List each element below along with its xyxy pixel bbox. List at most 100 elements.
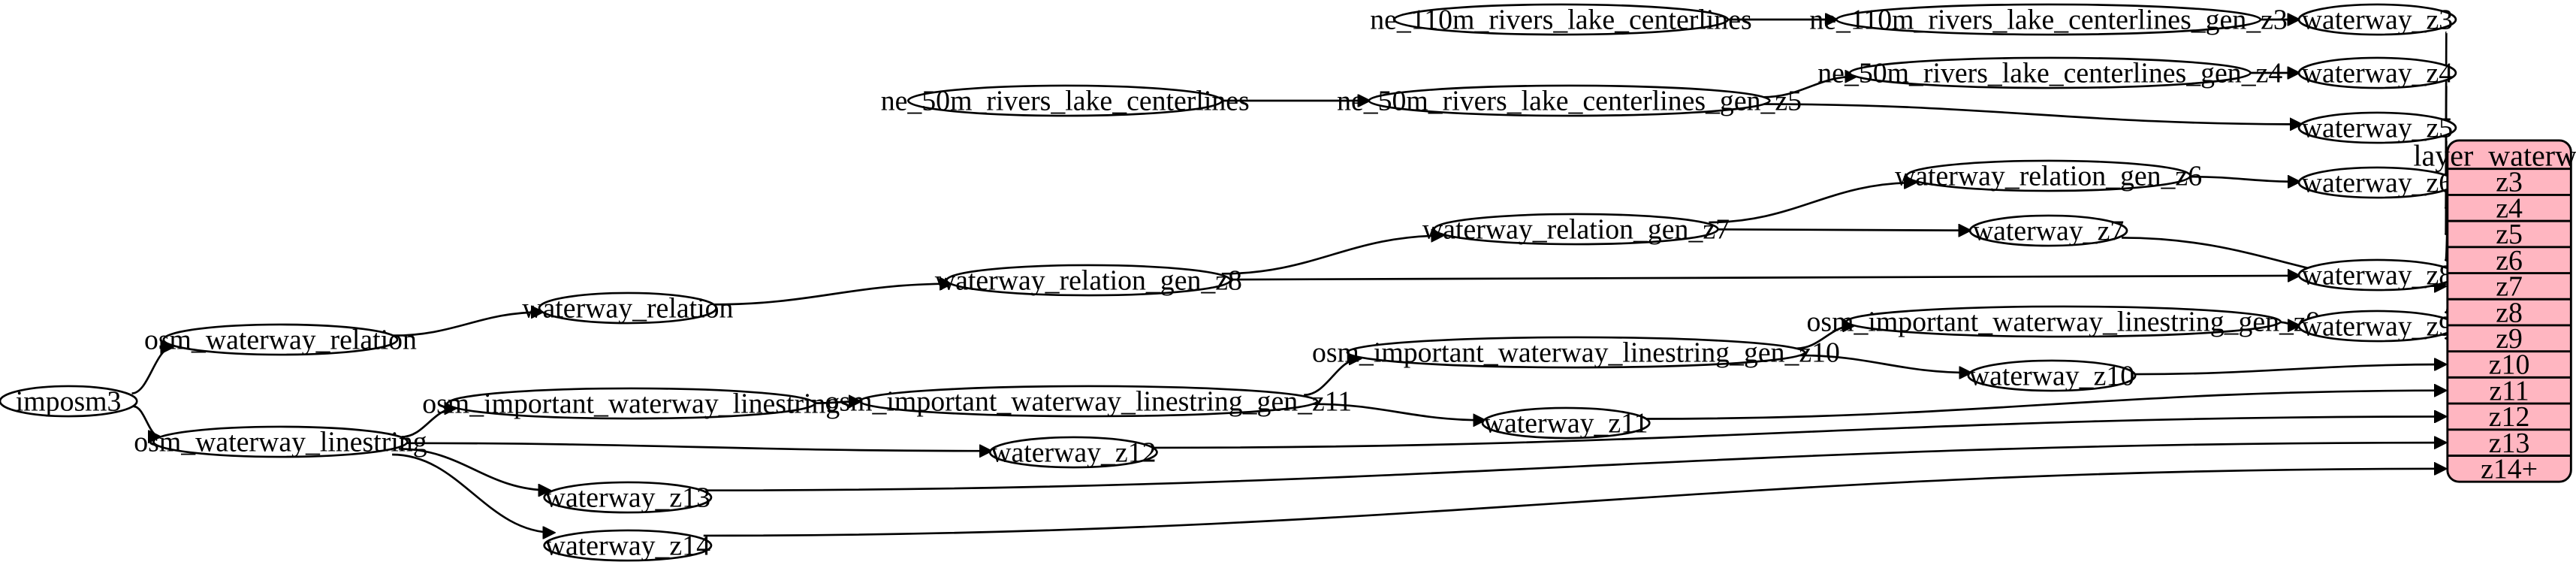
node-waterway_z3[interactable]: waterway_z3 — [2297, 3, 2457, 36]
node-waterway_z6[interactable]: waterway_z6 — [2297, 166, 2457, 199]
layer-table-row-z12[interactable]: z12 — [2489, 401, 2530, 433]
node-shape — [1392, 3, 1730, 36]
node-shape — [2297, 3, 2457, 36]
node-osm_waterway_relation[interactable]: osm_waterway_relation — [144, 323, 417, 356]
node-waterway_relation[interactable]: waterway_relation — [522, 292, 733, 325]
node-shape — [1346, 336, 1806, 369]
node-shape — [1967, 359, 2137, 392]
node-shape — [946, 264, 1232, 297]
node-label: osm_important_waterway_linestring_gen_z1… — [1312, 337, 1840, 369]
node-waterway_z9[interactable]: waterway_z9 — [2297, 310, 2457, 343]
edge-waterway_relation_gen_z7-to-waterway_z7 — [1718, 229, 1970, 230]
node-waterway_z13[interactable]: waterway_z13 — [543, 481, 713, 514]
edge-waterway_relation_gen_z6-to-waterway_z6 — [2188, 177, 2300, 182]
layer-table-row-z5[interactable]: z5 — [2496, 219, 2523, 250]
node-ne_50m_rivers_lake_centerlines[interactable]: ne_50m_rivers_lake_centerlines — [881, 84, 1250, 117]
node-waterway_relation_gen_z8[interactable]: waterway_relation_gen_z8 — [935, 264, 1242, 297]
node-osm_important_waterway_linestring_gen_z11[interactable]: osm_important_waterway_linestring_gen_z1… — [825, 385, 1353, 418]
node-osm_waterway_linestring[interactable]: osm_waterway_linestring — [134, 425, 427, 458]
node-label: waterway_z13 — [545, 482, 710, 514]
node-osm_important_waterway_linestring[interactable]: osm_important_waterway_linestring — [422, 387, 840, 420]
layer-table-body — [2446, 139, 2572, 483]
edge-osm_important_waterway_linestring-to-osm_important_waterway_linestring_gen_z11 — [814, 401, 861, 403]
layer-table-row-z14plus[interactable]: z14+ — [2481, 454, 2538, 485]
node-ne_50m_rivers_lake_centerlines_gen_z4[interactable]: ne_50m_rivers_lake_centerlines_gen_z4 — [1817, 56, 2282, 89]
node-ne_110m_rivers_lake_centerlines_gen_z3[interactable]: ne_110m_rivers_lake_centerlines_gen_z3 — [1809, 3, 2288, 36]
layer-table-row-z6[interactable]: z6 — [2496, 245, 2523, 276]
node-label: waterway_z12 — [991, 437, 1156, 469]
node-shape — [1481, 406, 1651, 440]
edge-waterway_z11-to-layer_waterway-z11 — [1645, 391, 2446, 420]
node-shape — [906, 84, 1223, 117]
node-shape — [2297, 111, 2457, 144]
layer-table-row-z11[interactable]: z11 — [2490, 375, 2529, 406]
layer-table-row-z10[interactable]: z10 — [2489, 349, 2530, 381]
edge-waterway_relation_gen_z8-to-waterway_z8 — [1229, 276, 2300, 279]
node-shape — [2297, 56, 2457, 89]
edge-waterway_z13-to-layer_waterway-z13 — [705, 443, 2446, 492]
layer-table-row-z8[interactable]: z8 — [2496, 297, 2523, 328]
node-label: waterway_z7 — [1973, 216, 2124, 247]
node-shape — [988, 436, 1158, 469]
edge-waterway_relation_gen_z8-to-waterway_relation_gen_z7 — [1221, 236, 1443, 275]
edge-waterway_z10-to-layer_waterway-z10 — [2134, 364, 2446, 376]
node-label: waterway_relation_gen_z6 — [1895, 161, 2202, 192]
node-waterway_z4[interactable]: waterway_z4 — [2297, 56, 2457, 89]
node-label: ne_50m_rivers_lake_centerlines — [881, 86, 1250, 117]
edge-waterway_relation_gen_z7-to-waterway_relation_gen_z6 — [1709, 183, 1915, 224]
node-label: waterway_z5 — [2302, 113, 2453, 144]
node-label: ne_110m_rivers_lake_centerlines_gen_z3 — [1809, 5, 2287, 36]
layer-table-row-z13[interactable]: z13 — [2489, 428, 2530, 459]
node-waterway_z5[interactable]: waterway_z5 — [2297, 111, 2457, 144]
layer-table-row-z3[interactable]: z3 — [2496, 167, 2523, 198]
node-label: waterway_z10 — [1969, 361, 2134, 392]
edge-osm_waterway_linestring-to-waterway_z13 — [399, 448, 550, 490]
node-osm_important_waterway_linestring_gen_z9[interactable]: osm_important_waterway_linestring_gen_z9 — [1807, 305, 2321, 338]
node-shape — [1848, 56, 2252, 89]
edge-ne_50m_rivers_lake_centerlines_gen_z5-to-ne_50m_rivers_lake_centerlines_gen_z4 — [1763, 77, 1856, 98]
node-waterway_relation_gen_z7[interactable]: waterway_relation_gen_z7 — [1422, 213, 1730, 246]
node-label: osm_important_waterway_linestring_gen_z9 — [1807, 307, 2321, 338]
node-shape — [446, 387, 816, 420]
node-waterway_z14[interactable]: waterway_z14 — [543, 529, 713, 562]
edge-ne_50m_rivers_lake_centerlines_gen_z5-to-waterway_z5 — [1763, 103, 2302, 125]
layer-table-row-z4[interactable]: z4 — [2496, 192, 2523, 224]
node-label: waterway_z11 — [1484, 408, 1648, 440]
node-label: waterway_z3 — [2302, 5, 2453, 36]
edge-osm_important_waterway_linestring_gen_z10-to-waterway_z10 — [1798, 354, 1971, 373]
node-waterway_z12[interactable]: waterway_z12 — [988, 436, 1158, 469]
node-waterway_z11[interactable]: waterway_z11 — [1481, 406, 1651, 440]
node-shape — [543, 481, 713, 514]
node-shape — [1968, 214, 2128, 247]
edge-imposm3-to-osm_waterway_relation — [131, 347, 173, 394]
node-label: waterway_z14 — [545, 530, 710, 562]
edge-osm_waterway_relation-to-waterway_relation — [393, 312, 542, 337]
edge-waterway_z14-to-layer_waterway-z14- — [703, 469, 2446, 537]
node-label: waterway_z4 — [2302, 58, 2453, 89]
node-ne_110m_rivers_lake_centerlines[interactable]: ne_110m_rivers_lake_centerlines — [1370, 3, 1752, 36]
node-ne_50m_rivers_lake_centerlines_gen_z5[interactable]: ne_50m_rivers_lake_centerlines_gen_z5 — [1337, 84, 1802, 117]
node-label: waterway_z6 — [2302, 168, 2453, 199]
node-shape — [543, 529, 713, 562]
node-label: ne_50m_rivers_lake_centerlines_gen_z5 — [1337, 86, 1802, 117]
node-shape — [538, 292, 717, 325]
node-label: osm_waterway_relation — [144, 325, 417, 356]
layer-table-row-z9[interactable]: z9 — [2496, 323, 2523, 355]
node-shape — [162, 323, 399, 356]
node-shape — [1845, 305, 2282, 338]
node-waterway_z10[interactable]: waterway_z10 — [1967, 359, 2137, 392]
node-shape — [1368, 84, 1771, 117]
node-osm_important_waterway_linestring_gen_z10[interactable]: osm_important_waterway_linestring_gen_z1… — [1312, 336, 1840, 369]
node-waterway_z7[interactable]: waterway_z7 — [1968, 214, 2128, 247]
node-shape — [858, 385, 1319, 418]
node-imposm3[interactable]: imposm3 — [0, 385, 138, 418]
edge-osm_important_waterway_linestring_gen_z11-to-osm_important_waterway_linestring_gen_z10 — [1304, 358, 1361, 397]
node-waterway_z8[interactable]: waterway_z8 — [2297, 258, 2457, 292]
node-shape — [1835, 3, 2262, 36]
edge-imposm3-to-osm_waterway_linestring — [133, 405, 160, 437]
node-label: osm_important_waterway_linestring_gen_z1… — [825, 386, 1353, 418]
node-waterway_relation_gen_z6[interactable]: waterway_relation_gen_z6 — [1895, 159, 2202, 192]
layer-table-row-z7[interactable]: z7 — [2496, 271, 2523, 303]
